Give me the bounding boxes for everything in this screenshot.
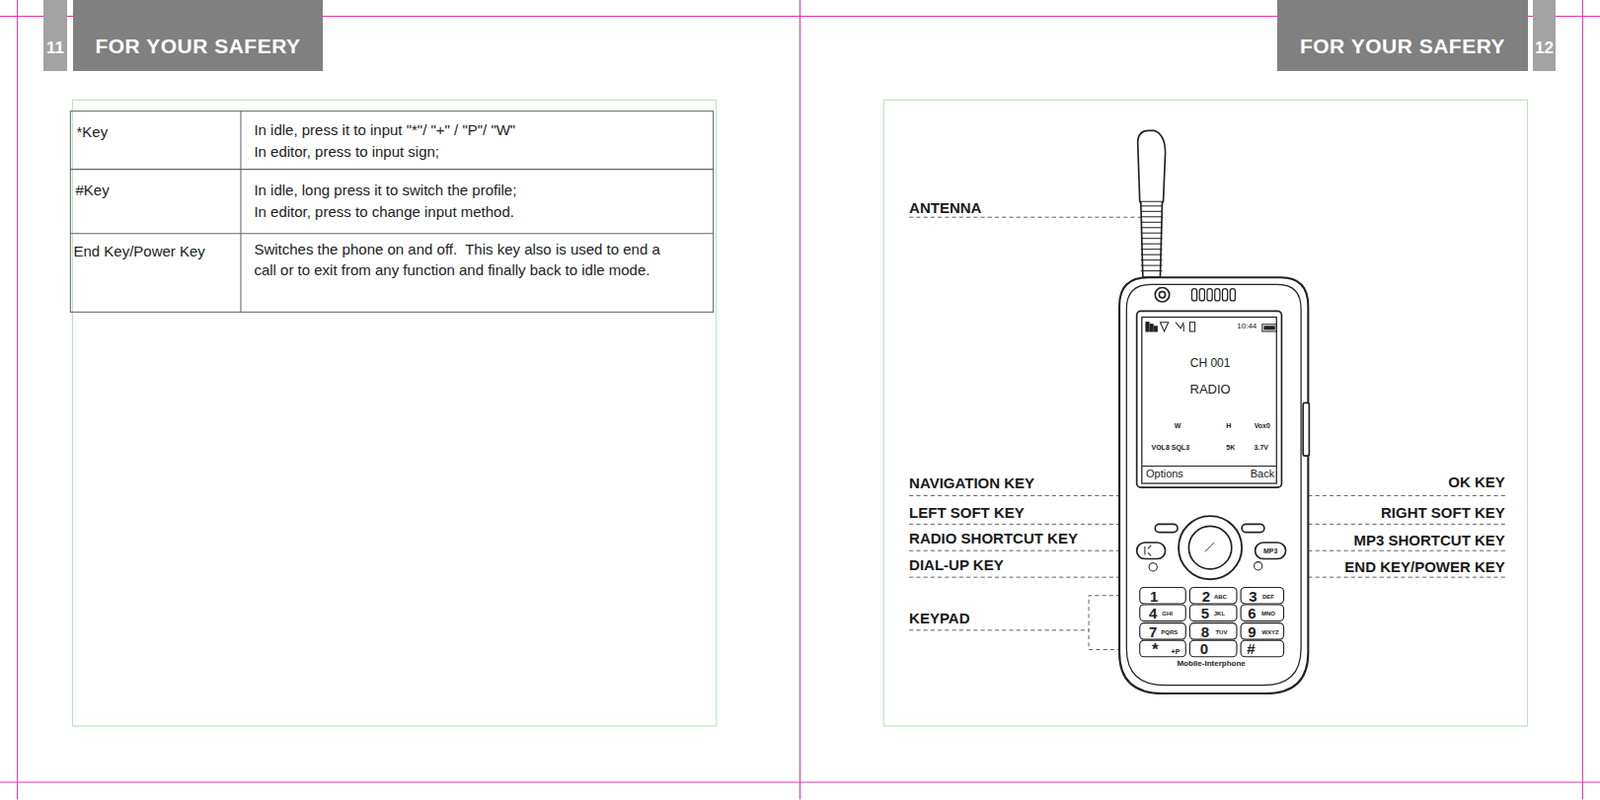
part-label: MP3 SHORTCUT KEY [1353, 529, 1505, 550]
table-cell: In editor, press to change input method. [253, 200, 515, 222]
part-label: LEFT SOFT KEY [909, 501, 1025, 523]
part-label: END KEY/POWER KEY [1344, 555, 1506, 577]
key-legend: GHI [1161, 610, 1173, 617]
phone-illustration [1119, 130, 1309, 694]
part-label: OK KEY [1447, 470, 1506, 492]
key-legend: DEF [1262, 594, 1275, 601]
header-band: FOR YOUR SAFERY [1277, 0, 1528, 72]
part-label: RIGHT SOFT KEY [1380, 501, 1506, 523]
table-cell: In idle, long press it to switch the pro… [253, 179, 517, 201]
part-label: DIAL-UP KEY [909, 553, 1004, 575]
key-legend: 1 [1149, 585, 1158, 607]
key-legend: PQRS [1160, 629, 1178, 636]
screen-text: CH 001 [1190, 355, 1231, 373]
screen-text: Back [1250, 466, 1275, 482]
table-cell: Switches the phone on and off. This key … [253, 238, 679, 281]
screen-text: 10:44 [1236, 322, 1257, 331]
key-legend: TUV [1215, 629, 1227, 636]
screen-text: RADIO [1189, 380, 1230, 399]
key-legend: 4 [1148, 603, 1157, 624]
part-label: KEYPAD [909, 608, 970, 629]
key-legend: 2 [1202, 585, 1211, 607]
key-legend: ABC [1214, 594, 1227, 601]
brand-text: Mobile-Interphone [1176, 660, 1245, 669]
page-number: 12 [1532, 0, 1556, 72]
header-text: FOR YOUR SAFERY [94, 34, 301, 59]
screen-text: 3.7V [1254, 443, 1269, 451]
key-legend: 7 [1148, 620, 1157, 642]
table-cell: In idle, press it to input "*"/ "+" / "P… [253, 119, 516, 141]
key-legend: # [1246, 638, 1255, 660]
page-number: 11 [43, 0, 68, 72]
content-frame [883, 99, 1527, 727]
content-frame [72, 99, 716, 727]
key-legend: * [1151, 638, 1159, 663]
key-legend: MNO [1261, 610, 1276, 617]
screen-text: H [1225, 422, 1231, 430]
key-legend: 0 [1200, 638, 1209, 660]
part-label: RADIO SHORTCUT KEY [909, 527, 1078, 548]
part-label: NAVIGATION KEY [909, 471, 1035, 493]
header-text: FOR YOUR SAFERY [1299, 34, 1506, 59]
screen-text: VOL8 SQL3 [1151, 443, 1191, 451]
table-cell: In editor, press to input sign; [253, 141, 440, 162]
table-cell: *Key [76, 121, 109, 143]
header-text: 12 [1534, 38, 1554, 59]
key-legend: 8 [1201, 620, 1210, 642]
screen-text: Vox0 [1254, 422, 1271, 430]
key-legend: +P [1171, 647, 1181, 655]
key-table [70, 111, 713, 313]
header-text: 11 [46, 38, 65, 59]
key-legend: 6 [1247, 603, 1256, 624]
table-cell: End Key/Power Key [73, 240, 205, 262]
screen-text: W [1174, 422, 1182, 430]
header-band: FOR YOUR SAFERY [73, 0, 323, 72]
screen-text: 5K [1225, 443, 1235, 451]
key-legend: WXYZ [1261, 629, 1279, 636]
key-legend: JKL [1214, 610, 1225, 617]
key-legend: 9 [1247, 620, 1256, 642]
key-legend: 3 [1248, 585, 1257, 607]
key-legend: MP3 [1263, 547, 1278, 555]
table-cell: #Key [76, 179, 110, 201]
screen-text: Options [1145, 466, 1184, 482]
key-legend: 5 [1201, 603, 1210, 624]
part-label: ANTENNA [909, 196, 982, 218]
